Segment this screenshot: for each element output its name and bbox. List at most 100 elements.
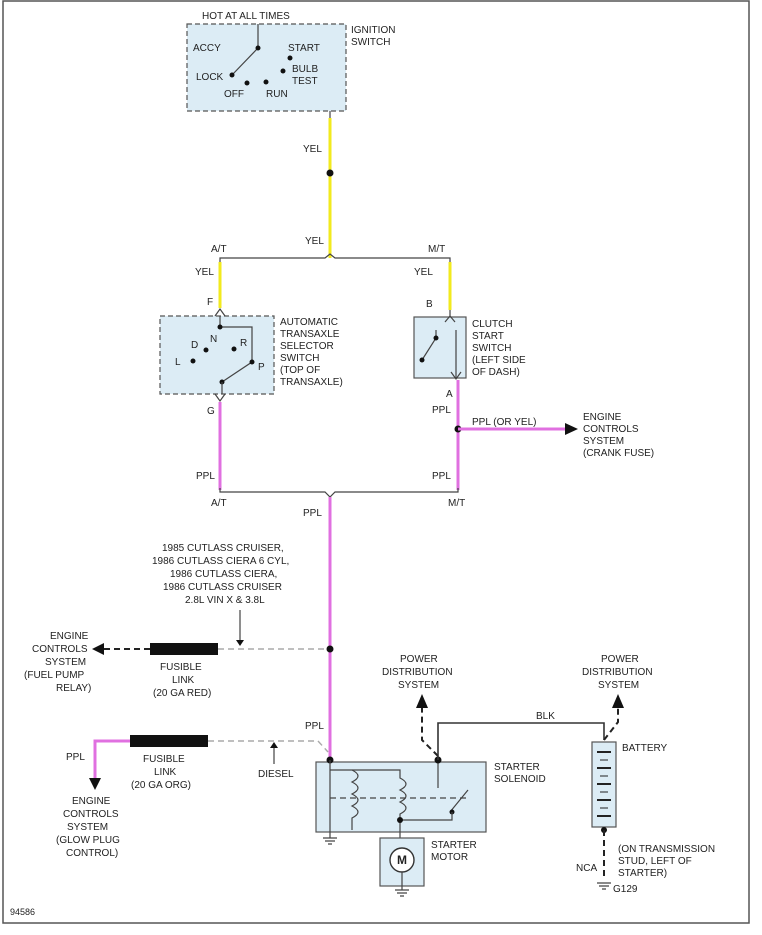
test-label: TEST [292,76,318,87]
ignition-lock-contact [229,72,235,78]
selector-label-4: SWITCH [280,353,319,364]
engine-crank-label-2: CONTROLS [583,424,639,435]
ignition-label-1: IGNITION [351,25,395,36]
starter-motor: M STARTER MOTOR [379,837,477,897]
off-label: OFF [224,89,244,100]
fuel-pump-arrow [92,643,104,655]
clutch-contact-top [433,335,439,341]
fusible-org-label-3: (20 GA ORG) [131,780,191,791]
engine-fuel-label-5: RELAY) [56,683,91,694]
clutch-label-1: CLUTCH [472,319,513,330]
ground-id-label: G129 [613,884,638,895]
selector-label-5: (TOP OF [280,365,320,376]
models-note-arrow [236,640,244,646]
solenoid-motor-node [397,817,403,823]
motor-symbol: M [397,853,407,867]
lock-label: LOCK [196,72,224,83]
engine-fuel-label-3: SYSTEM [45,657,86,668]
power-dist-left-label-3: SYSTEM [398,680,439,691]
clutch-label-4: (LEFT SIDE [472,355,526,366]
mt-label-top: M/T [428,244,445,255]
power-dist-right-label-1: POWER [601,654,639,665]
ignition-run-contact [263,79,269,85]
crank-arrow [565,423,578,435]
engine-crank-label-4: (CRANK FUSE) [583,448,654,459]
bulb-label: BULB [292,64,318,75]
selector-l-label: L [175,357,181,368]
power-dist-left-wire [421,706,439,757]
selector-contact-d [203,347,209,353]
ppl-label-right-top: PPL [432,405,451,416]
ignition-switch-box [186,23,347,112]
fusible-org-label-1: FUSIBLE [143,754,185,765]
nca-label: NCA [576,863,597,874]
option-bracket-top [219,253,451,262]
selector-connector-top [214,307,226,317]
engine-glow-label-3: SYSTEM [67,822,108,833]
engine-crank-label-1: ENGINE [583,412,622,423]
models-line-2: 1986 CUTLASS CIERA 6 CYL, [152,556,289,567]
ppl-label-glow: PPL [66,752,85,763]
selector-d-label: D [191,340,198,351]
selector-p-label: P [258,362,265,373]
clutch-connector-bottom [450,371,462,381]
ppl-label-left: PPL [196,471,215,482]
selector-label-1: AUTOMATIC [280,317,338,328]
ground-note-1: (ON TRANSMISSION [618,844,715,855]
ppl-splice-fuel [326,645,334,653]
yel-wire-label-mid: YEL [305,236,324,247]
engine-fuel-label-1: ENGINE [50,631,89,642]
engine-glow-label-4: (GLOW PLUG [56,835,120,846]
selector-label-2: TRANSAXLE [280,329,340,340]
power-dist-right-label-2: DISTRIBUTION [582,667,653,678]
pull-in-coil [330,769,359,830]
ignition-pivot [255,45,261,51]
fusible-red-label-1: FUSIBLE [160,662,202,673]
engine-fuel-label-4: (FUEL PUMP [24,670,85,681]
clutch-connector-top [444,315,456,323]
selector-switch-blade [219,316,253,383]
power-dist-left-label-1: POWER [400,654,438,665]
ppl-or-yel-label: PPL (OR YEL) [472,417,536,428]
engine-glow-label-2: CONTROLS [63,809,119,820]
engine-fuel-label-2: CONTROLS [32,644,88,655]
fusible-red-label-2: LINK [172,675,195,686]
fusible-red-label-3: (20 GA RED) [153,688,211,699]
selector-connector-bottom [214,393,226,403]
models-line-5: 2.8L VIN X & 3.8L [185,595,265,606]
engine-glow-label-1: ENGINE [72,796,111,807]
at-label-bottom: A/T [211,498,227,509]
solenoid-label-2: SOLENOID [494,774,546,785]
diagram-border [2,0,750,924]
yel-splice [326,169,334,177]
motor-label-1: STARTER [431,840,477,851]
ignition-switch: HOT AT ALL TIMES IGNITION SWITCH ACCY ST… [186,11,395,118]
selector-contact-n [217,324,223,330]
fusible-link-org [130,735,208,747]
ppl-label-main: PPL [303,508,322,519]
ground-note-2: STUD, LEFT OF [618,856,692,867]
accy-label: ACCY [193,43,221,54]
engine-crank-label-3: SYSTEM [583,436,624,447]
hold-in-coil [352,769,407,820]
power-dist-right-arrow [612,694,624,708]
start-label: START [288,43,320,54]
models-note: 1985 CUTLASS CRUISER, 1986 CUTLASS CIERA… [152,543,289,646]
clutch-label-3: SWITCH [472,343,511,354]
pin-b-label: B [426,299,433,310]
solenoid-to-motor [399,812,453,840]
fusible-org-label-2: LINK [154,767,177,778]
selector-contact-l [190,358,196,364]
solenoid-contacts [437,762,469,813]
battery-ground-symbol [597,882,611,890]
pin-g-label: G [207,406,215,417]
figure-id: 94586 [10,907,35,917]
battery: BATTERY NCA G129 (ON TRANSMISSION STUD, … [576,741,715,895]
clutch-contact-bottom [419,357,425,363]
ppl-wire-glow [93,739,130,778]
selector-n-label: N [210,334,217,345]
option-bracket-bottom [219,488,459,498]
pin-a-label: A [446,389,453,400]
engine-glow-label-5: CONTROL) [66,848,118,859]
